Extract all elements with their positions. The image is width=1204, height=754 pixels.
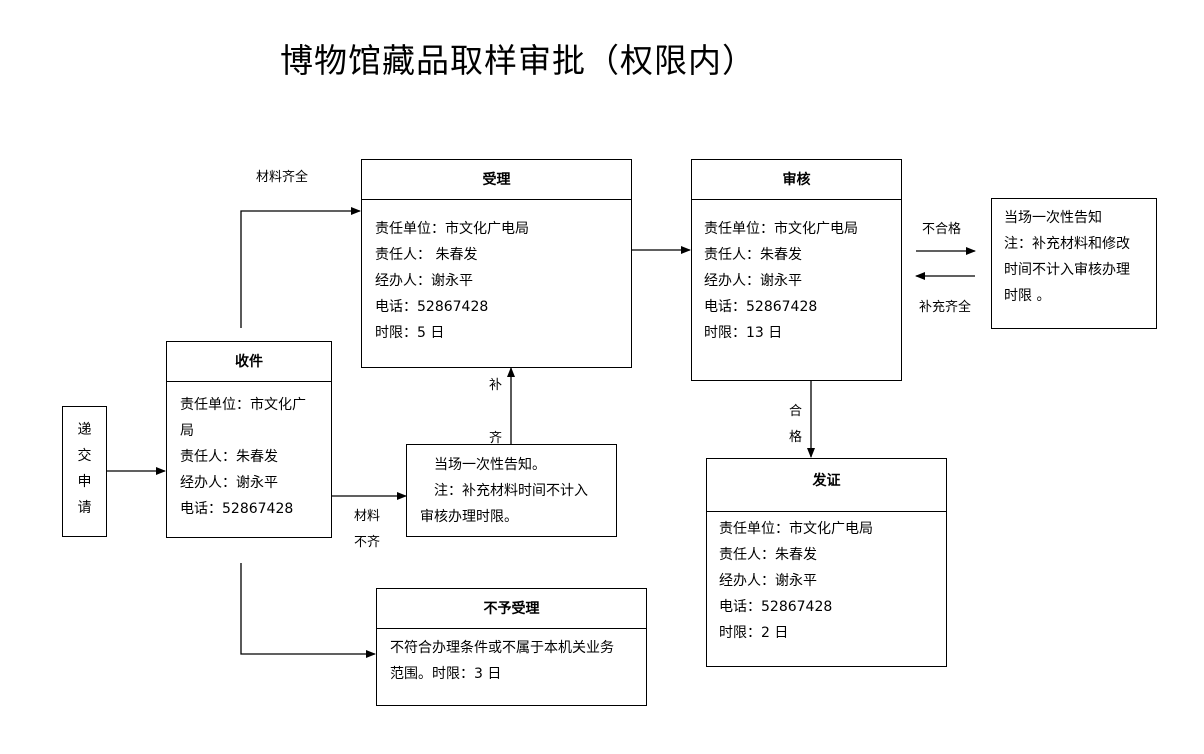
submit-char: 请 <box>77 500 92 516</box>
review-person: 责任人：朱春发 <box>704 247 802 263</box>
receive-header: 收件 <box>167 342 331 382</box>
accept-node: 受理 责任单位：市文化广电局 责任人： 朱春发 经办人：谢永平 电话：52867… <box>361 159 632 368</box>
review-body: 责任单位：市文化广电局 责任人：朱春发 经办人：谢永平 电话：52867428 … <box>692 200 901 346</box>
reject-node: 不予受理 不符合办理条件或不属于本机关业务 范围。时限：3 日 <box>376 588 647 706</box>
review-phone: 电话：52867428 <box>704 299 818 315</box>
receive-node: 收件 责任单位：市文化广 局 责任人：朱春发 经办人：谢永平 电话：528674… <box>166 341 332 538</box>
notify-right-line: 时间不计入审核办理 <box>1004 262 1130 278</box>
label-materials-incomplete-2: 不齐 <box>354 535 381 550</box>
review-unit: 责任单位：市文化广电局 <box>704 221 858 237</box>
notify-mid-line: 当场一次性告知。 <box>434 457 546 473</box>
receive-unit-cont: 局 <box>180 423 194 439</box>
label-qualified-2: 格 <box>789 430 803 445</box>
arrow-receive-to-reject <box>240 563 376 658</box>
notify-right-line: 注：补充材料和修改 <box>1004 236 1130 252</box>
notify-right-body: 当场一次性告知 注：补充材料和修改 时间不计入审核办理 时限 。 <box>992 199 1156 309</box>
notify-mid-body: 当场一次性告知。 注：补充材料时间不计入 审核办理时限。 <box>407 445 616 530</box>
issue-person: 责任人：朱春发 <box>719 547 817 563</box>
label-unqualified: 不合格 <box>922 222 962 237</box>
receive-body: 责任单位：市文化广 局 责任人：朱春发 经办人：谢永平 电话：52867428 <box>167 382 331 522</box>
review-header: 审核 <box>692 160 901 200</box>
receive-handler: 经办人：谢永平 <box>180 475 278 491</box>
issue-phone: 电话：52867428 <box>719 599 833 615</box>
receive-person: 责任人：朱春发 <box>180 449 278 465</box>
notify-right-line: 当场一次性告知 <box>1004 210 1102 226</box>
submit-char: 交 <box>77 448 92 464</box>
label-supplemented: 补充齐全 <box>919 300 972 315</box>
accept-header: 受理 <box>362 160 631 200</box>
issue-node: 发证 责任单位：市文化广电局 责任人：朱春发 经办人：谢永平 电话：528674… <box>706 458 947 667</box>
accept-body: 责任单位：市文化广电局 责任人： 朱春发 经办人：谢永平 电话：52867428… <box>362 200 631 346</box>
submit-char: 递 <box>77 422 92 438</box>
reject-body: 不符合办理条件或不属于本机关业务 范围。时限：3 日 <box>377 629 646 687</box>
review-node: 审核 责任单位：市文化广电局 责任人：朱春发 经办人：谢永平 电话：528674… <box>691 159 902 381</box>
label-supplement-2: 齐 <box>489 431 503 446</box>
issue-header: 发证 <box>707 459 946 512</box>
reject-time-limit: 范围。时限：3 日 <box>390 666 502 682</box>
accept-unit: 责任单位：市文化广电局 <box>375 221 529 237</box>
label-materials-complete: 材料齐全 <box>256 170 309 185</box>
accept-handler: 经办人：谢永平 <box>375 273 473 289</box>
reject-reason: 不符合办理条件或不属于本机关业务 <box>390 640 614 656</box>
notify-right-node: 当场一次性告知 注：补充材料和修改 时间不计入审核办理 时限 。 <box>991 198 1157 329</box>
issue-body: 责任单位：市文化广电局 责任人：朱春发 经办人：谢永平 电话：52867428 … <box>707 512 946 646</box>
accept-person: 责任人： 朱春发 <box>375 247 478 263</box>
notify-mid-line: 注：补充材料时间不计入 <box>434 483 588 499</box>
page-title: 博物馆藏品取样审批（权限内） <box>280 41 756 80</box>
arrow-receive-to-accept <box>240 207 361 328</box>
issue-time-limit: 时限：2 日 <box>719 625 789 641</box>
receive-phone: 电话：52867428 <box>180 501 294 517</box>
label-supplement-1: 补 <box>489 378 503 393</box>
submit-application-node: 递 交 申 请 <box>62 406 107 537</box>
issue-handler: 经办人：谢永平 <box>719 573 817 589</box>
notify-right-line: 时限 。 <box>1004 288 1051 304</box>
notify-mid-line: 审核办理时限。 <box>420 509 518 525</box>
reject-header: 不予受理 <box>377 589 646 629</box>
review-handler: 经办人：谢永平 <box>704 273 802 289</box>
notify-mid-node: 当场一次性告知。 注：补充材料时间不计入 审核办理时限。 <box>406 444 617 537</box>
submit-char: 申 <box>77 474 92 490</box>
accept-time-limit: 时限：5 日 <box>375 325 445 341</box>
label-qualified-1: 合 <box>789 404 803 419</box>
review-time-limit: 时限：13 日 <box>704 325 783 341</box>
receive-unit: 责任单位：市文化广 <box>180 397 306 413</box>
label-materials-incomplete-1: 材料 <box>354 509 381 524</box>
issue-unit: 责任单位：市文化广电局 <box>719 521 873 537</box>
accept-phone: 电话：52867428 <box>375 299 489 315</box>
